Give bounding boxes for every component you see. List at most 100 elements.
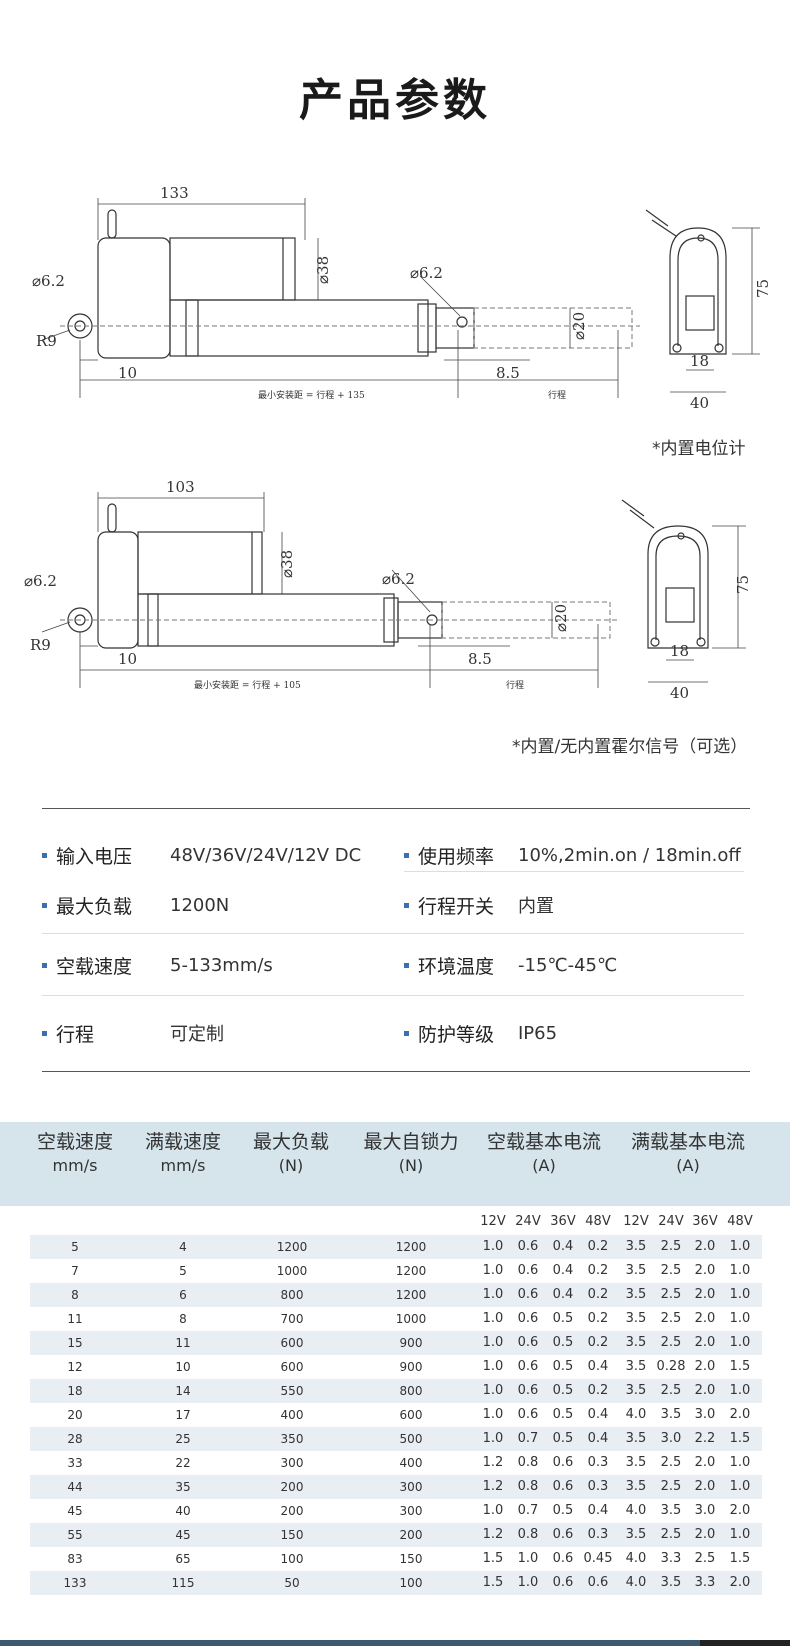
table-cell: 0.8 [517,1455,539,1470]
side-height: 75 [754,279,772,298]
voltage-label: 48V [585,1214,611,1229]
dim-stroke: 行程 [548,389,566,401]
table-cell: 0.4 [552,1263,574,1278]
table-cell: 4 [179,1240,187,1254]
row-divider [404,871,744,872]
table-cell: 8 [179,1312,187,1326]
table-cell: 3.5 [625,1479,647,1494]
table-cell: 0.8 [517,1527,539,1542]
voltage-label: 48V [727,1214,753,1229]
spec-ambient-temp: 环境温度 -15℃-45℃ [404,935,617,995]
spec-row: 空载速度 5-133mm/s 环境温度 -15℃-45℃ [42,935,750,995]
table-cell: 0.5 [552,1383,574,1398]
table-cell: 3.5 [625,1359,647,1374]
table-cell: 1200 [395,1288,427,1302]
table-cell: 1.0 [482,1239,504,1254]
table-cell: 0.6 [517,1311,539,1326]
table-cell: 2.5 [660,1479,682,1494]
table-cell: 1.0 [482,1503,504,1518]
table-cell: 8 [71,1288,79,1302]
table-cell: 700 [280,1312,304,1326]
table-cell: 4.0 [625,1407,647,1422]
table-cell: 7 [71,1264,79,1278]
table-cell: 1.5 [729,1551,751,1566]
table-cell: 20 [67,1408,83,1422]
table-cell: 2.0 [729,1575,751,1590]
table-cell: 3.0 [660,1431,682,1446]
page-title: 产品参数 [299,75,491,126]
table-cell: 0.5 [552,1407,574,1422]
table-cell: 3.0 [694,1503,716,1518]
table-cell: 1.5 [729,1359,751,1374]
table-cell: 1.0 [482,1359,504,1374]
table-cell: 2.0 [694,1479,716,1494]
dim-offset-front: 8.5 [496,364,520,382]
table-cell: 3.5 [625,1311,647,1326]
table-cell: 0.6 [552,1551,574,1566]
table-cell: 0.3 [587,1455,609,1470]
table-cell: 1.5 [482,1551,504,1566]
header-full-load-current: 满载基本电流(A) [630,1131,745,1175]
side-width: 40 [690,394,709,412]
table-cell: 0.3 [587,1479,609,1494]
table-cell: 0.4 [552,1287,574,1302]
table-cell: 1.0 [729,1335,751,1350]
table-cell: 11 [67,1312,83,1326]
table-cell: 300 [399,1504,423,1518]
table-cell: 350 [280,1432,304,1446]
table-cell: 0.4 [587,1431,609,1446]
dim-offset: 10 [118,364,137,382]
table-cell: 0.28 [656,1359,686,1374]
dim-rod-dia: ⌀20 [570,312,588,340]
table-cell: 0.5 [552,1431,574,1446]
table-cell: 0.6 [517,1287,539,1302]
table-cell: 1.0 [729,1287,751,1302]
table-cell: 3.5 [625,1263,647,1278]
table-cell: 14 [175,1384,191,1398]
table-cell: 1.0 [482,1311,504,1326]
table-cell: 1.0 [729,1311,751,1326]
side-width: 40 [670,684,689,702]
table-cell: 2.0 [694,1527,716,1542]
table-cell: 0.5 [552,1359,574,1374]
table-cell: 0.2 [587,1239,609,1254]
table-cell: 18 [67,1384,83,1398]
table-cell: 0.6 [517,1263,539,1278]
table-cell: 800 [280,1288,304,1302]
spec-duty-cycle: 使用频率 10%,2min.on / 18min.off [404,825,741,885]
dim-rear-hole: ⌀6.2 [32,272,65,290]
bullet-icon [42,962,47,968]
spec-no-load-speed: 空载速度 5-133mm/s [42,935,273,995]
table-cell: 0.6 [517,1239,539,1254]
side-hole: 18 [690,352,709,370]
table-cell: 150 [280,1528,304,1542]
bullet-icon [404,1030,409,1036]
table-cell: 2.0 [694,1239,716,1254]
table-cell: 1.0 [482,1383,504,1398]
table-cell: 550 [280,1384,304,1398]
table-cell: 0.6 [552,1575,574,1590]
table-cell: 4.0 [625,1551,647,1566]
table-cell: 2.0 [694,1311,716,1326]
spec-stroke: 行程 可定制 [42,1003,224,1063]
dim-motor-dia: ⌀38 [278,550,296,578]
table-cell: 44 [67,1480,83,1494]
table-cell: 3.5 [625,1527,647,1542]
table-cell: 0.2 [587,1335,609,1350]
dim-min-install: 最小安装距 = 行程 + 105 [194,679,301,691]
table-cell: 2.5 [694,1551,716,1566]
table-cell: 1.2 [482,1455,504,1470]
actuator-drawing-2: 103 ⌀38 ⌀6.2 ⌀6.2 ⌀20 R9 10 8.5 最小安装距 = … [24,478,752,702]
voltage-label: 12V [480,1214,506,1229]
table-cell: 2.5 [660,1383,682,1398]
table-cell: 400 [280,1408,304,1422]
table-cell: 3.0 [694,1407,716,1422]
header-no-load-current: 空载基本电流(A) [486,1131,601,1175]
dim-radius: R9 [30,636,51,654]
dim-front-hole: ⌀6.2 [410,264,443,282]
